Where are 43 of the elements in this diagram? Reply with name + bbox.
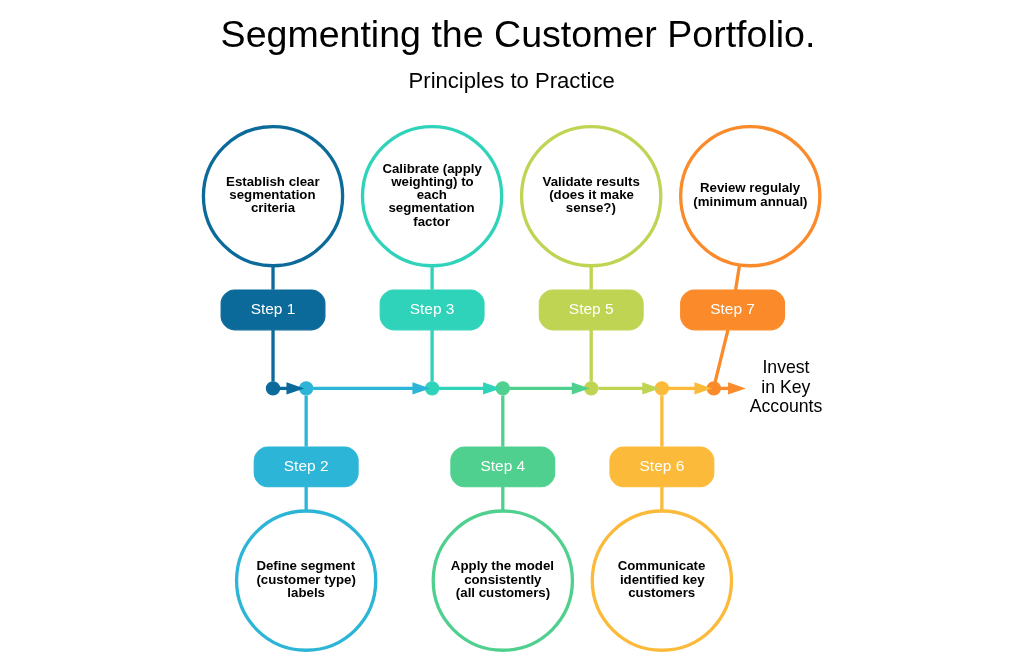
connector: [500, 395, 504, 447]
label: Principles to Practice: [408, 67, 615, 93]
node-box: Step 2: [253, 446, 359, 488]
arrow: [509, 382, 590, 395]
node-circle: [654, 381, 669, 396]
connector: [304, 395, 308, 447]
node-circle: [424, 381, 439, 396]
connector: [429, 329, 434, 382]
node-circle: Validate results (does it make sense?): [519, 124, 662, 268]
node-circle: Establish clear segmentation criteria: [201, 124, 344, 268]
connector: [270, 329, 275, 382]
node-text: Invest in Key Accounts: [749, 356, 822, 417]
connector: [500, 486, 504, 511]
node-box: Step 7: [679, 289, 785, 331]
node-circle: [298, 381, 313, 396]
node-box: Step 3: [379, 289, 485, 331]
arrow: [668, 382, 712, 395]
node-box: Step 5: [538, 289, 644, 331]
connector: [713, 329, 730, 383]
node-circle: Calibrate (apply weighting) to each segmentation factor: [360, 124, 503, 268]
arrow: [597, 382, 660, 395]
node-box: Step 6: [608, 446, 714, 488]
diagram-title: Segmenting the Customer Portfolio.: [220, 13, 815, 56]
node-circle: [495, 381, 510, 396]
connector: [589, 329, 593, 382]
arrow: [438, 382, 501, 395]
arrow: [312, 382, 430, 395]
connector: [270, 266, 275, 290]
connector: [659, 486, 664, 511]
connector: [304, 486, 308, 511]
node-circle: Define segment (customer type) labels: [234, 509, 377, 652]
node-circle: [706, 381, 721, 396]
connector: [733, 264, 741, 291]
node-box: Step 1: [220, 289, 325, 331]
connector: [429, 266, 434, 290]
connector: [589, 266, 593, 290]
connector: [659, 395, 664, 447]
node-circle: [583, 381, 598, 396]
node-box: Step 4: [449, 446, 555, 488]
node-circle: Review regulaly (minimum annual): [678, 124, 822, 268]
node-circle: Apply the model consistently (all customers): [431, 509, 574, 652]
node-circle: [265, 381, 280, 396]
node-circle: Communicate identified key customers: [590, 509, 733, 652]
